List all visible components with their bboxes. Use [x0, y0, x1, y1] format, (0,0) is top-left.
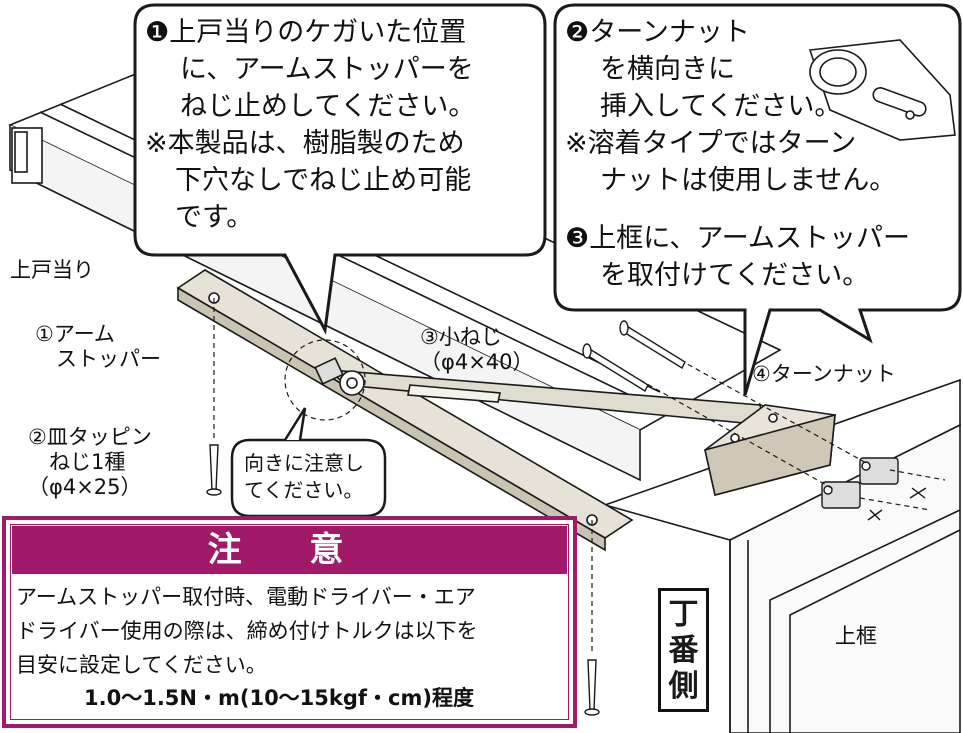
bubble-2-line-1: ❷ターンナット [565, 17, 750, 48]
label-upper-door-stop: 上戸当り [10, 258, 94, 282]
hinge-side-box: 丁 番 側 [658, 588, 709, 712]
caution-title: 注 意 [12, 526, 567, 574]
note-direction: 向きに注意し てください。 [244, 451, 364, 502]
label-turn-nut: ④ターンナット [752, 362, 896, 386]
hinge-side-label: 丁 番 側 [668, 597, 699, 704]
bubble-2-line-4: ※溶着タイプではターン [565, 128, 857, 159]
screws [206, 320, 686, 716]
caution-body: アームストッパー取付時、電動ドライバー・エア ドライバー使用の際は、締め付けトル… [16, 585, 478, 677]
bubble-1-line-1: ❶上戸当りのケガいた位置 [145, 17, 467, 48]
label-small-screw: ③小ねじ （φ4×40） [420, 325, 534, 374]
turn-nut-inset [808, 39, 956, 141]
bubble-2-line-5: ナットは使用しません。 [600, 165, 897, 196]
arm-stopper-base [176, 269, 634, 552]
label-arm-stopper: ①アーム ストッパー [35, 322, 161, 371]
stopper-arm [314, 357, 767, 426]
label-tapping-screw: ②皿タッピン ねじ1種 （φ4×25） [28, 425, 152, 499]
bubble-1-line-4: ※本製品は、樹脂製のため [145, 128, 465, 159]
torque-spec: 1.0〜1.5N・m(10〜15kgf・cm)程度 [84, 686, 474, 710]
guide-lines [213, 298, 946, 655]
caution-panel: 注 意 アームストッパー取付時、電動ドライバー・エア ドライバー使用の際は、締め… [2, 516, 577, 728]
bubble-1-line-5: 下穴なしでねじ止め可能 [175, 165, 472, 196]
label-upper-frame: 上框 [835, 624, 877, 648]
bubble-1-line-3: ねじ止めしてください。 [180, 91, 476, 122]
bubble-2-line-2: を横向きに [600, 54, 735, 85]
bubble-2-line-7: を取付けてください。 [600, 260, 870, 291]
bubble-1-line-6: です。 [175, 202, 254, 233]
bubble-2-line-3: 挿入してください。 [600, 91, 842, 122]
bubble-1-shape [133, 3, 547, 335]
bubble-1-line-2: に、アームストッパーを [180, 54, 474, 85]
bubble-2-line-6: ❸上框に、アームストッパー [565, 223, 910, 254]
